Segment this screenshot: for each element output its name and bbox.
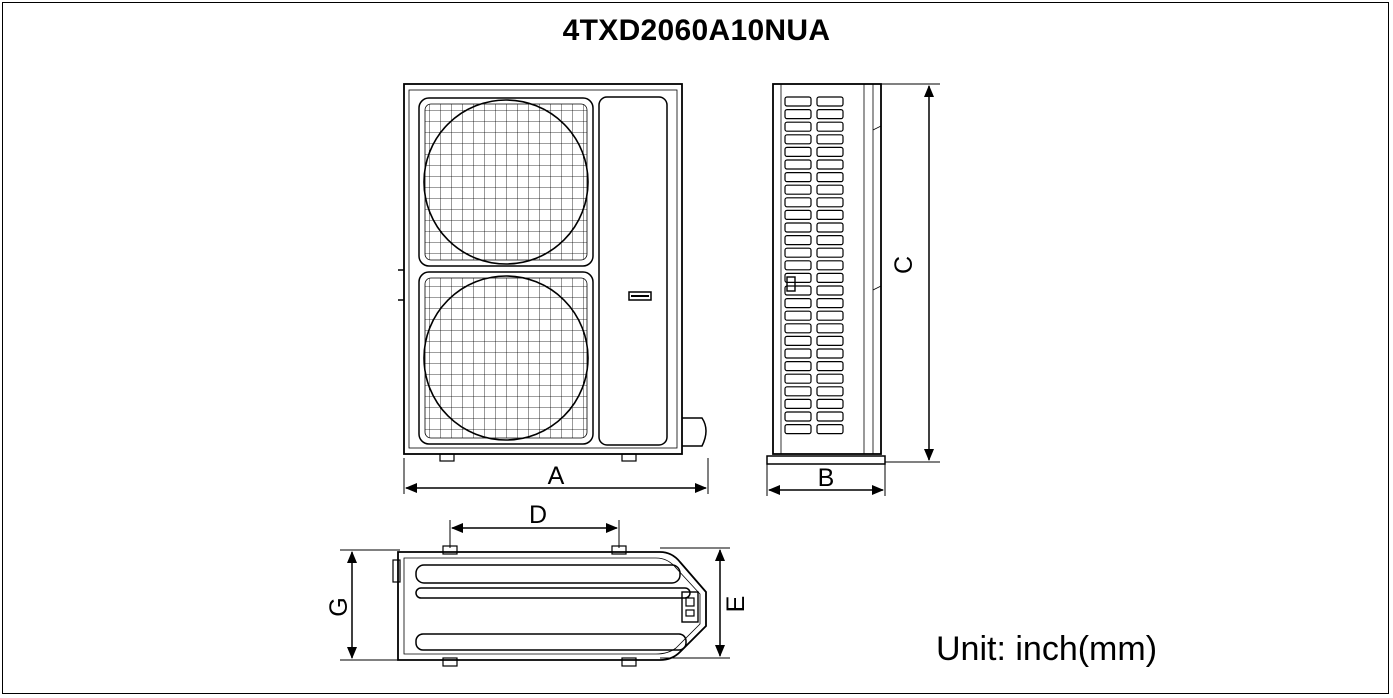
side-base <box>766 455 886 465</box>
side-louver-slot <box>784 310 812 321</box>
side-louver-slot <box>816 335 844 346</box>
dimension-e: E <box>660 547 750 659</box>
side-louver-slot <box>816 121 844 132</box>
top-body-outline <box>397 551 707 661</box>
side-louver-slot <box>784 108 812 120</box>
side-louver-slot <box>816 386 844 397</box>
side-louver-slot <box>784 411 812 422</box>
side-louver-slot <box>816 134 844 145</box>
lower-fan <box>423 275 589 441</box>
side-louver-slot <box>784 159 812 170</box>
model-title: 4TXD2060A10NUA <box>562 14 831 47</box>
side-louver-slot <box>816 398 844 409</box>
side-louver-slot <box>816 411 844 422</box>
side-louver-slot <box>784 134 812 145</box>
front-body-outline <box>403 83 683 455</box>
side-louver-slot <box>816 197 844 208</box>
side-louver-slot <box>784 272 812 283</box>
side-louver-slot <box>784 361 812 372</box>
dimension-a: A <box>403 458 709 494</box>
side-louver-slot <box>784 298 812 309</box>
dimension-e-label: E <box>722 596 750 613</box>
dimension-g-label: G <box>325 597 353 616</box>
side-louver-slot <box>784 172 812 183</box>
side-louver-slot <box>816 235 844 246</box>
side-louver-slot <box>784 424 812 435</box>
panel-handle <box>628 291 652 301</box>
side-louver-slot <box>816 323 844 334</box>
side-view <box>766 83 886 465</box>
top-slot-1 <box>415 564 681 584</box>
side-louver-slot <box>816 424 844 435</box>
dimension-a-label: A <box>548 462 565 490</box>
top-slot-3 <box>415 633 687 651</box>
side-louver-slot <box>816 260 844 271</box>
top-slot-2 <box>415 587 691 599</box>
dimension-b-label: B <box>818 464 835 492</box>
top-connector <box>681 591 699 623</box>
side-louver-slot <box>784 348 812 359</box>
side-louver-slot <box>784 247 812 258</box>
side-louvers <box>784 96 844 435</box>
side-louver-slot <box>816 159 844 170</box>
side-louver-slot <box>784 285 812 296</box>
front-view <box>398 83 707 462</box>
side-louver-slot <box>784 222 812 233</box>
side-louver-slot <box>784 96 812 107</box>
side-handle <box>786 276 796 292</box>
side-louver-slot <box>816 361 844 372</box>
side-louver-slot <box>784 184 812 195</box>
side-body-outline <box>772 83 882 455</box>
side-louver-slot <box>816 373 844 384</box>
dimension-b: B <box>766 464 886 496</box>
upper-fan-grille <box>418 97 594 267</box>
side-louver-slot <box>816 209 844 220</box>
top-view <box>392 545 707 667</box>
unit-label: Unit: inch(mm) <box>936 630 1158 668</box>
side-louver-slot <box>816 348 844 359</box>
side-louver-slot <box>816 222 844 233</box>
side-louver-slot <box>816 108 844 120</box>
upper-fan <box>423 99 589 265</box>
side-louver-slot <box>784 323 812 334</box>
side-louver-slot <box>816 247 844 258</box>
side-louver-slot <box>784 373 812 384</box>
side-louver-slot <box>816 96 844 107</box>
side-louver-slot <box>784 386 812 397</box>
side-louver-slot <box>784 335 812 346</box>
service-panel <box>598 96 668 446</box>
side-louver-slot <box>816 272 844 283</box>
side-louver-slot <box>784 398 812 409</box>
side-louver-slot <box>816 298 844 309</box>
side-louver-slot <box>784 209 812 220</box>
side-louver-slot <box>816 146 844 157</box>
side-louver-slot <box>784 260 812 271</box>
dimension-g: G <box>325 549 400 661</box>
dimension-d: D <box>449 501 620 548</box>
side-louver-slot <box>784 121 812 132</box>
side-louver-slot <box>784 197 812 208</box>
side-louver-slot <box>784 146 812 157</box>
dimension-c: C <box>881 83 940 463</box>
dimension-d-label: D <box>529 501 547 529</box>
side-louver-slot <box>816 184 844 195</box>
side-louver-slot <box>816 285 844 296</box>
lower-fan-grille <box>418 271 594 445</box>
dimension-c-label: C <box>890 256 918 274</box>
side-louver-slot <box>816 310 844 321</box>
side-louver-slot <box>784 235 812 246</box>
side-louver-slot <box>816 172 844 183</box>
